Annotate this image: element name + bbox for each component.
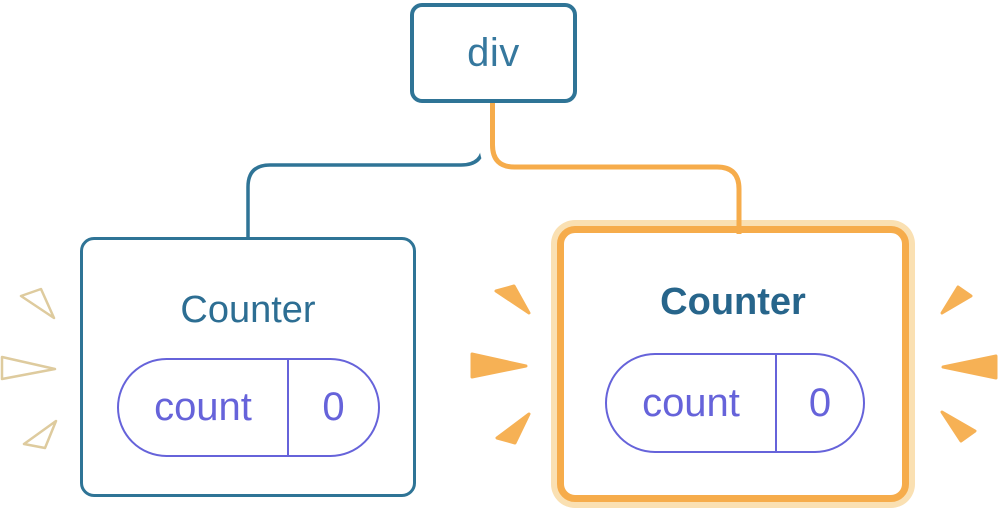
spark-icon — [0, 355, 57, 381]
spark-icon — [22, 419, 58, 450]
counter-node-right: Counter count 0 — [557, 226, 909, 502]
state-value: 0 — [287, 360, 378, 455]
spark-icon — [19, 287, 56, 320]
state-pill: count 0 — [605, 353, 865, 453]
spark-icon — [941, 354, 998, 380]
root-div-node: div — [410, 3, 577, 103]
spark-icon — [940, 410, 977, 443]
edge-to-right-counter — [490, 101, 742, 219]
counter-node-left: Counter count 0 — [80, 237, 416, 497]
counter-title: Counter — [180, 289, 316, 331]
spark-icon — [940, 285, 973, 315]
spark-icon — [494, 284, 531, 315]
spark-icon — [470, 352, 528, 379]
state-value: 0 — [775, 355, 863, 451]
edge-to-left-counter — [246, 101, 485, 240]
state-pill: count 0 — [117, 358, 380, 457]
edge-to-right-counter-casing — [479, 101, 752, 218]
spark-icon — [495, 412, 531, 445]
counter-node-right-glow: Counter count 0 — [551, 220, 915, 508]
root-div-label: div — [467, 30, 520, 75]
counter-title: Counter — [660, 281, 806, 323]
state-name: count — [642, 380, 740, 425]
state-name: count — [154, 385, 252, 429]
